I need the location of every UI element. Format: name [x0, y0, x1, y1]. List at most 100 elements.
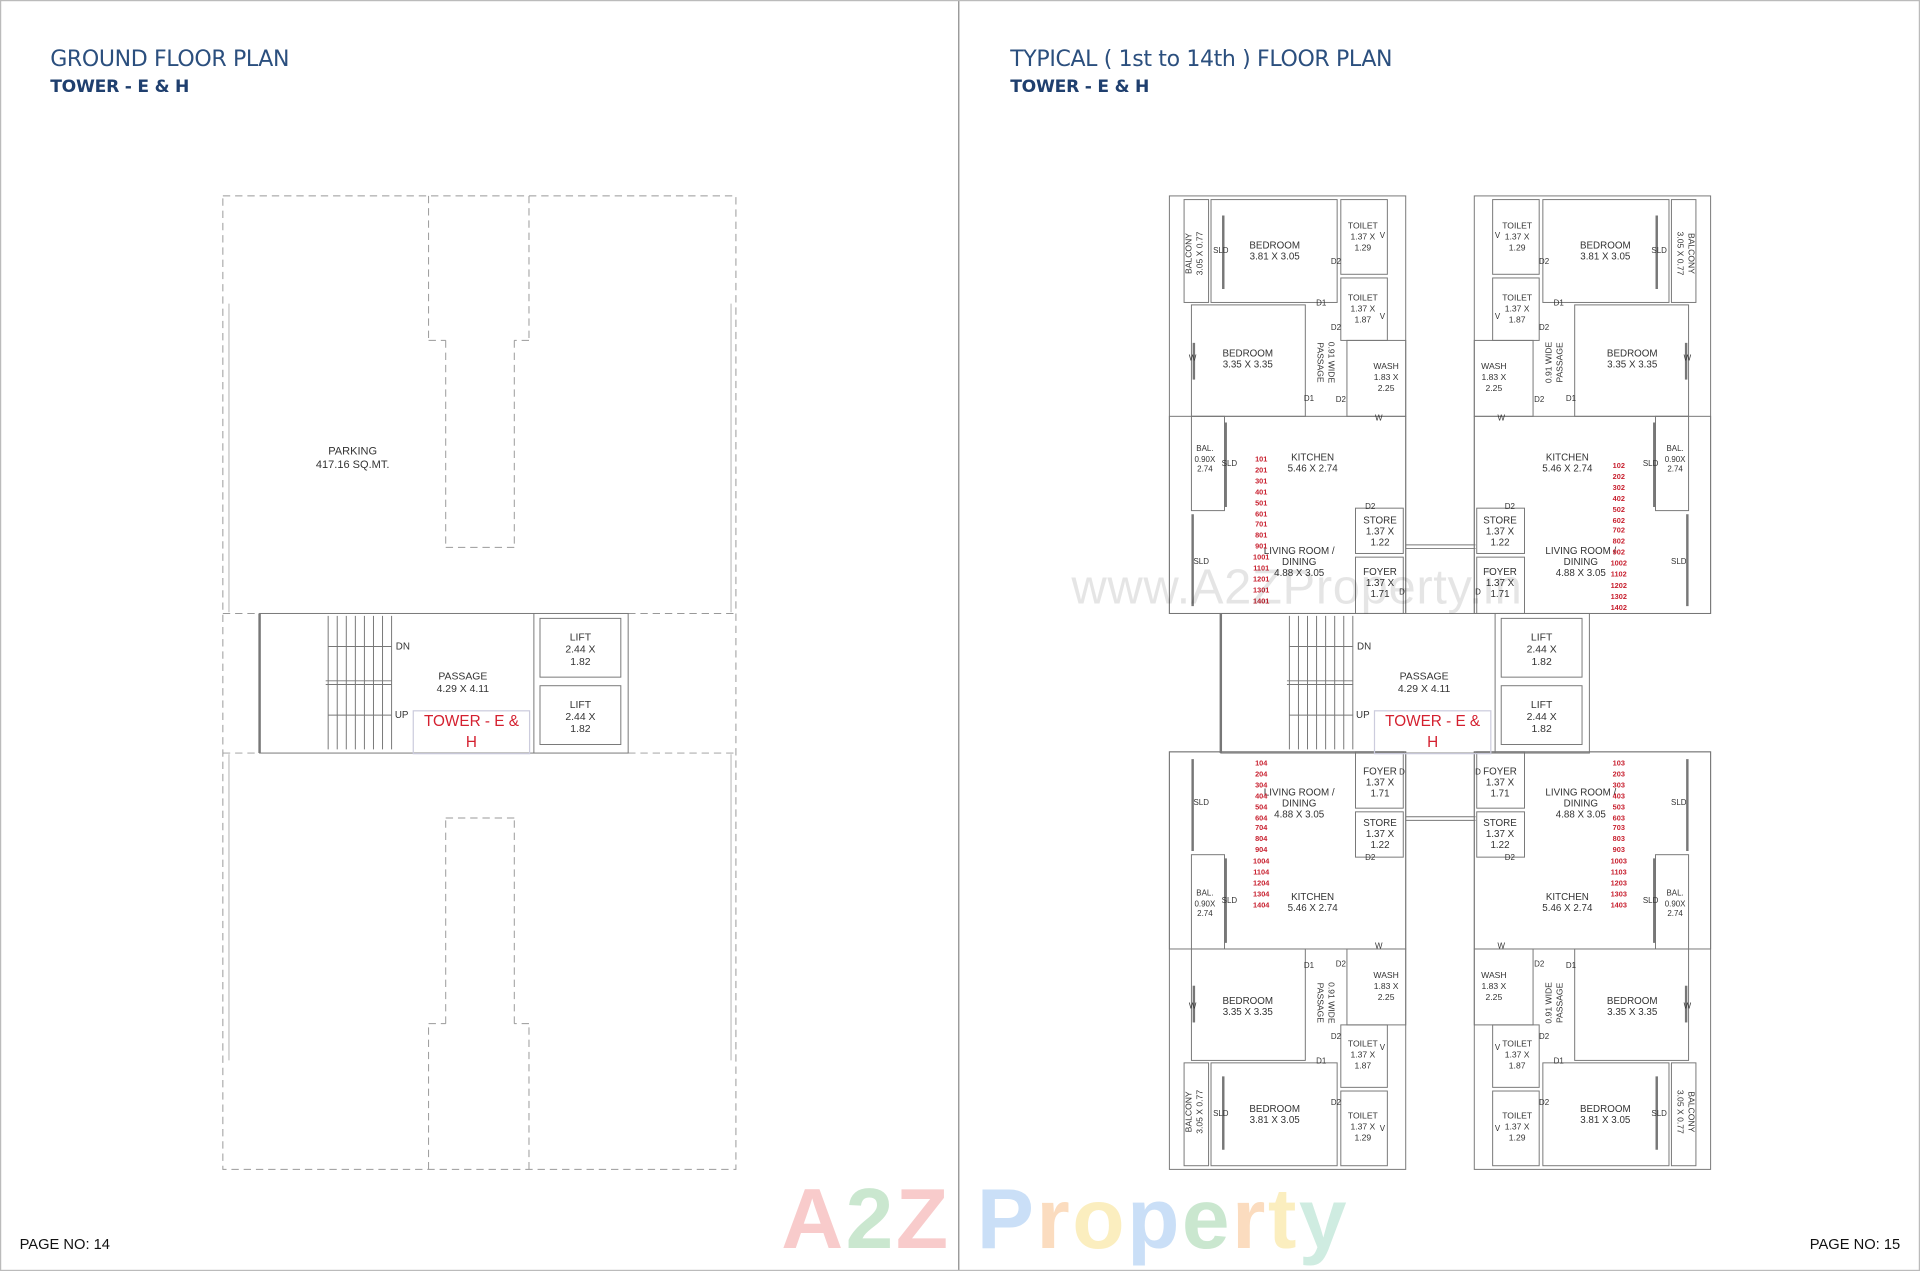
room-label-wash: WASH 1.83 X 2.25: [1481, 363, 1507, 394]
room-wall: [1168, 751, 1407, 950]
door-tag: D1: [1565, 961, 1577, 971]
page-subtitle-left: TOWER - E & H: [50, 77, 190, 97]
door-tag: D1: [1553, 299, 1564, 308]
room-label-kitchen: KITCHEN 5.46 X 2.74: [1287, 451, 1338, 474]
page-title-left: GROUND FLOOR PLAN: [50, 46, 290, 73]
room-label-living-dining: LIVING ROOM / DINING 4.88 X 3.05: [1545, 786, 1617, 820]
page-number-left: PAGE NO: 14: [19, 1235, 110, 1253]
lift-label: LIFT 2.44 X 1.82: [565, 630, 596, 668]
door-tag: D2: [1330, 1032, 1342, 1042]
lift-label: LIFT 2.44 X 1.82: [1526, 630, 1557, 668]
door-tag: SLD: [1193, 557, 1209, 567]
stair-up-label: UP: [394, 709, 409, 721]
room-label-bedroom: BEDROOM 3.81 X 3.05: [1249, 1103, 1301, 1126]
stair-down-label: DN: [395, 641, 410, 653]
door-tag: SLD: [1221, 459, 1238, 469]
logo-letter: 2: [845, 1170, 896, 1267]
door-tag: D: [1399, 768, 1405, 777]
door-tag: D2: [1330, 1098, 1342, 1108]
door-tag: V: [1494, 232, 1501, 241]
door-tag: D1: [1553, 1057, 1564, 1066]
door-tag: D2: [1538, 257, 1550, 267]
room-label-kitchen: KITCHEN 5.46 X 2.74: [1287, 891, 1338, 914]
door-tag: V: [1379, 1124, 1386, 1134]
room-wall: [1473, 751, 1712, 950]
door-tag: SLD: [1213, 246, 1229, 256]
ground-boundary: [222, 195, 737, 1170]
door-tag: SLD: [1642, 896, 1659, 906]
room-label-toilet: TOILET 1.37 X 1.87: [1502, 1040, 1533, 1071]
door-tag: D2: [1504, 502, 1515, 512]
room-label-store: STORE 1.37 X 1.22: [1483, 817, 1517, 851]
room-label-store: STORE 1.37 X 1.22: [1363, 817, 1397, 851]
room-label-kitchen: KITCHEN 5.46 X 2.74: [1542, 451, 1593, 474]
door-tag: W: [1188, 1002, 1197, 1011]
parking-label: PARKING 417.16 SQ.MT.: [315, 444, 390, 471]
room-label-balcony: BALCONY 3.05 X 0.77: [1675, 231, 1695, 276]
room-wall: [1355, 556, 1404, 614]
door-tag: D2: [1330, 257, 1342, 267]
door-tag: D: [1399, 588, 1405, 597]
flat-unit: [1168, 195, 1407, 614]
typical-core: [1219, 612, 1590, 754]
room-label-bedroom: BEDROOM 3.81 X 3.05: [1579, 1103, 1631, 1126]
room-wall: [1476, 751, 1525, 809]
room-wall: [1670, 1062, 1697, 1167]
stair-down-label: DN: [1357, 641, 1372, 653]
door-tag: SLD: [1213, 1110, 1229, 1119]
room-label-passage: 0.91 WIDE PASSAGE: [1545, 982, 1565, 1024]
door-tag: D2: [1365, 854, 1376, 863]
door-tag: W: [1683, 354, 1692, 364]
passage-label: PASSAGE 4.29 X 4.11: [1397, 669, 1451, 695]
logo-letter: [951, 1171, 977, 1267]
room-label-bedroom: BEDROOM 3.81 X 3.05: [1249, 240, 1301, 263]
room-label-balcony: BALCONY 3.05 X 0.77: [1675, 1089, 1695, 1134]
door-tag: SLD: [1651, 1110, 1667, 1119]
door-tag: D: [1475, 768, 1481, 777]
unit-numbers: 104 204 304 404 504 604 704 804 904 1004…: [1253, 760, 1270, 910]
lift-shaft: [539, 685, 622, 745]
logo-letter: P: [976, 1170, 1037, 1267]
room-label-store: STORE 1.37 X 1.22: [1363, 514, 1397, 548]
room-wall: [1183, 199, 1210, 303]
door-tag: SLD: [1651, 246, 1667, 256]
door-tag: D1: [1303, 961, 1315, 971]
room-label-balcony-small: BAL. 0.90X 2.74: [1664, 444, 1686, 475]
door-tag: W: [1188, 354, 1197, 364]
room-label-wash: WASH 1.83 X 2.25: [1481, 971, 1507, 1003]
ground-core: [258, 612, 629, 754]
room-label-toilet: TOILET 1.37 X 1.87: [1347, 294, 1378, 326]
door-tag: V: [1379, 1043, 1386, 1053]
room-label-foyer: FOYER 1.37 X 1.71: [1483, 765, 1517, 799]
door-tag: SLD: [1221, 896, 1238, 906]
room-label-balcony-small: BAL. 0.90X 2.74: [1664, 889, 1686, 919]
room-wall: [1476, 507, 1525, 554]
room-label-bedroom: BEDROOM 3.35 X 3.35: [1222, 347, 1274, 370]
door-tag: SLD: [1671, 798, 1687, 808]
door-tag: W: [1683, 1002, 1692, 1011]
room-label-foyer: FOYER 1.37 X 1.71: [1483, 566, 1517, 600]
room-wall: [1355, 811, 1404, 858]
door-tag: D2: [1335, 396, 1346, 405]
door-tag: V: [1379, 312, 1386, 322]
room-label-foyer: FOYER 1.37 X 1.71: [1363, 765, 1397, 799]
page-number-right: PAGE NO: 15: [1809, 1235, 1901, 1253]
room-label-toilet: TOILET 1.37 X 1.87: [1347, 1040, 1378, 1071]
ground-floor-outline: [222, 195, 737, 1170]
door-tag: W: [1497, 414, 1505, 424]
a2z-logo-watermark: A2Z Property: [781, 1169, 1349, 1267]
room-label-bedroom: BEDROOM 3.81 X 3.05: [1579, 240, 1631, 263]
room-wall: [1473, 415, 1712, 614]
room-label-passage: 0.91 WIDE PASSAGE: [1315, 341, 1335, 384]
room-wall: [1492, 1090, 1540, 1167]
door-tag: D2: [1534, 960, 1545, 970]
tower-label: TOWER - E & H: [412, 710, 531, 755]
lift-shaft: [539, 617, 622, 678]
room-label-toilet: TOILET 1.37 X 1.87: [1502, 294, 1533, 326]
unit-numbers: 102 202 302 402 502 602 702 802 902 1002…: [1610, 462, 1627, 612]
door-tag: D2: [1538, 323, 1550, 333]
room-wall: [1476, 556, 1525, 614]
